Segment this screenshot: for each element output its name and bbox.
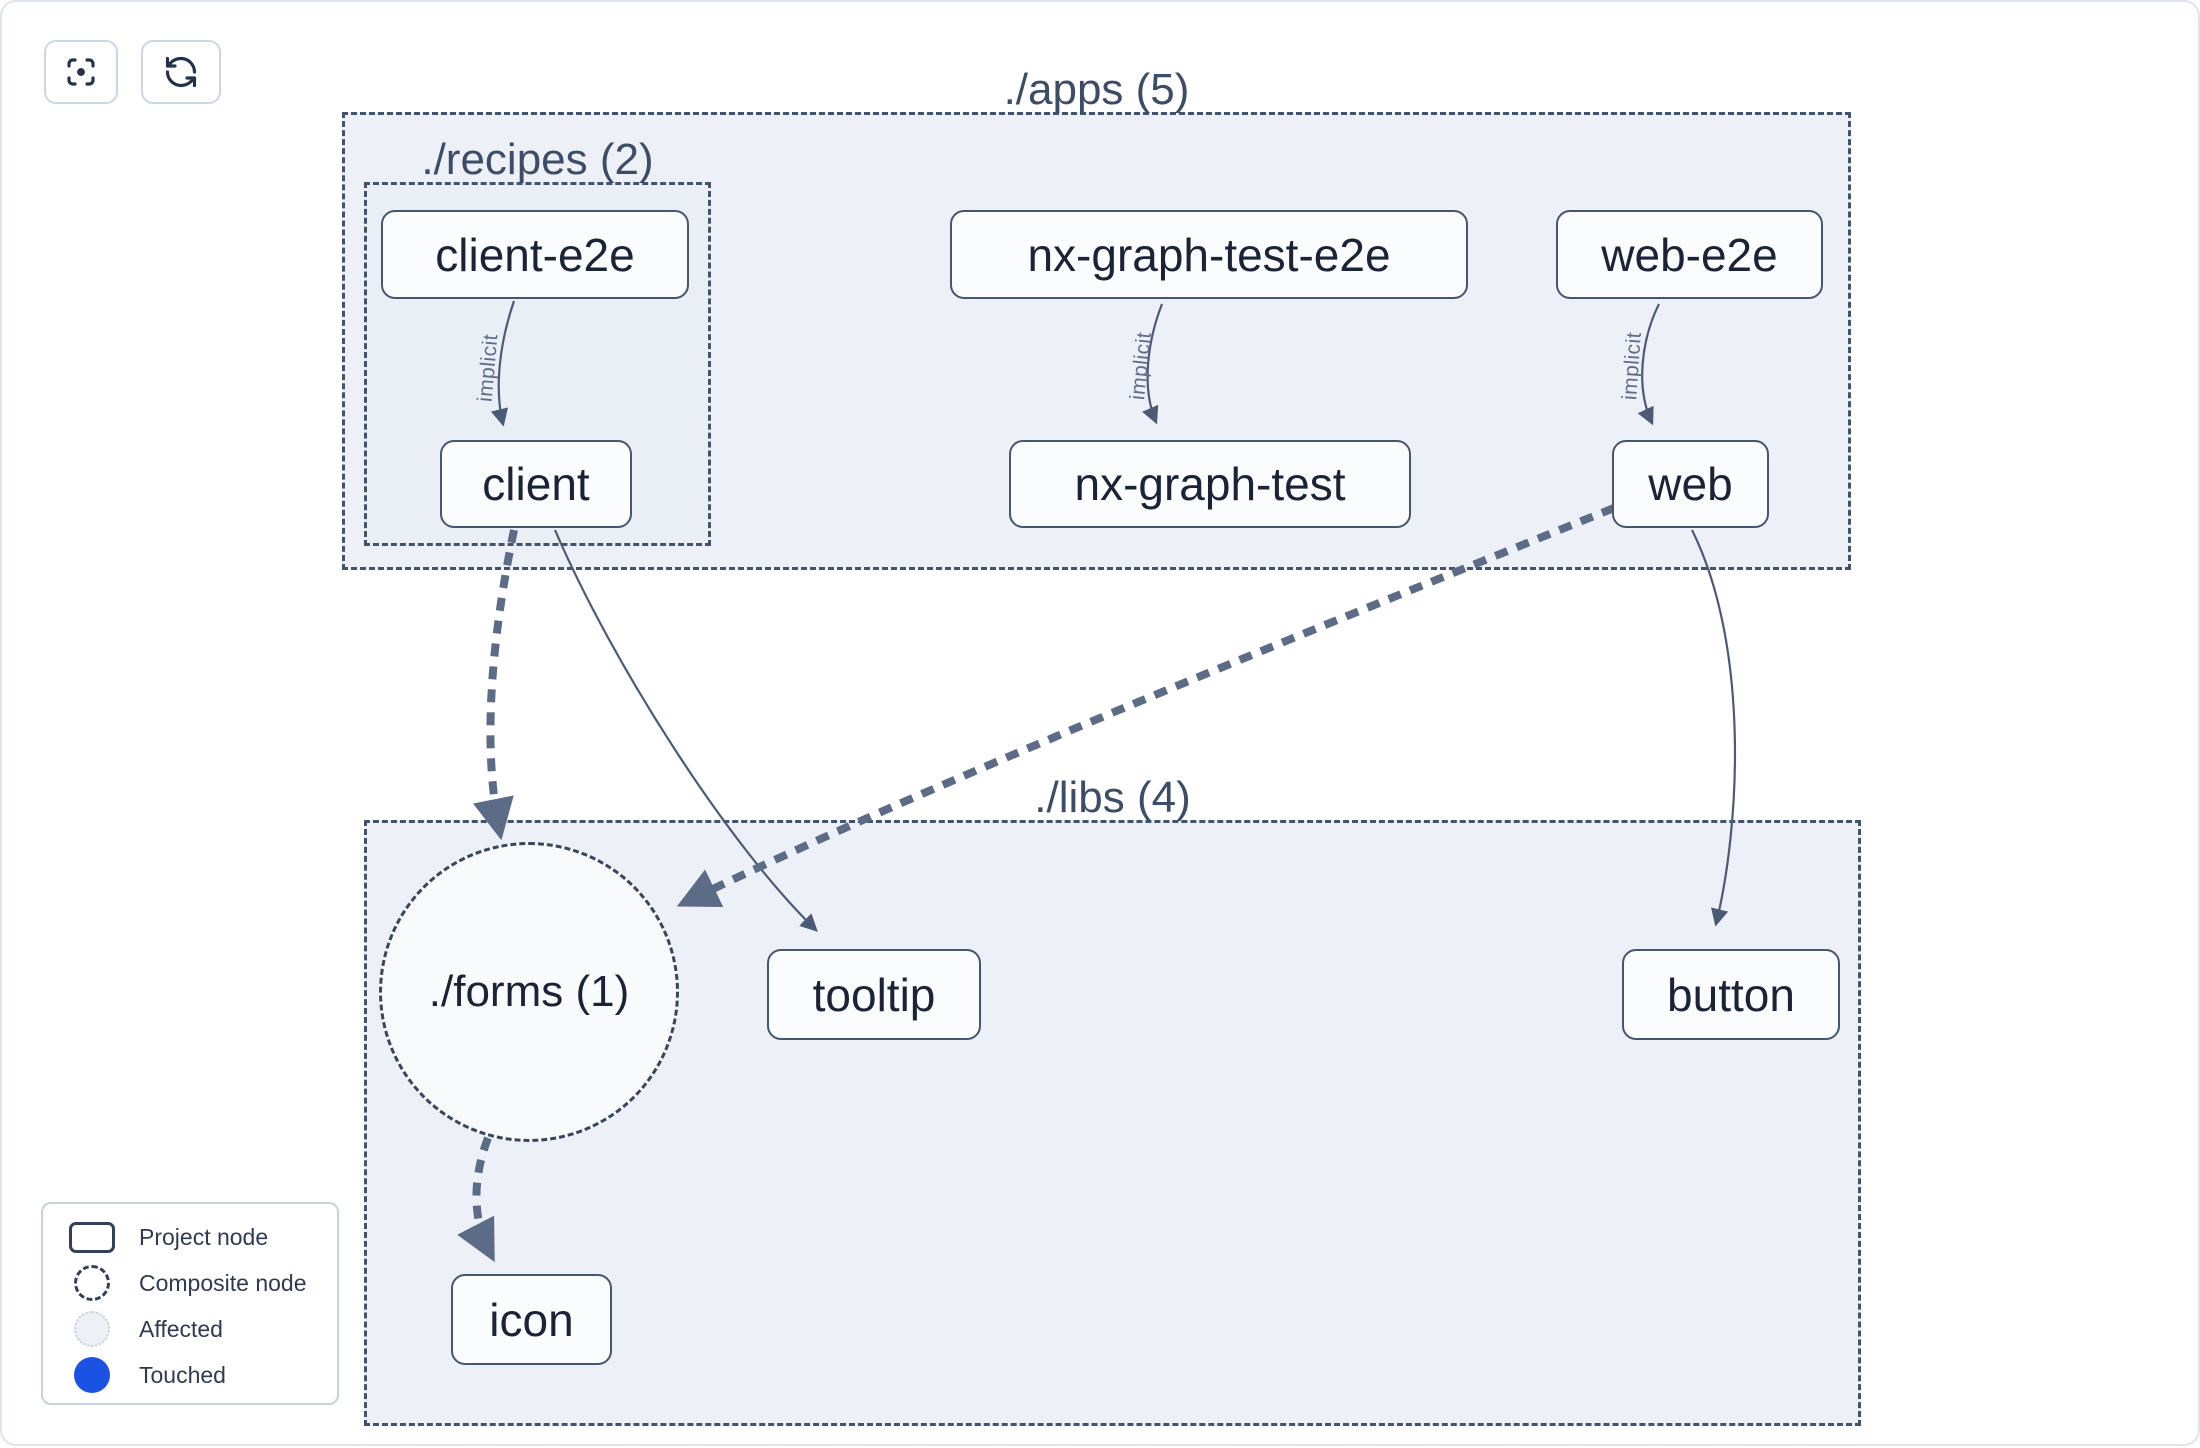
container-apps-label: ./apps (5) — [1003, 65, 1190, 114]
affected-symbol — [69, 1311, 115, 1347]
node-nx-graph-test[interactable]: nx-graph-test — [1009, 440, 1411, 528]
node-tooltip[interactable]: tooltip — [767, 949, 981, 1040]
legend-label: Project node — [139, 1223, 269, 1250]
node-icon-label: icon — [489, 1293, 574, 1346]
touched-symbol — [69, 1357, 115, 1393]
node-nx-graph-test-label: nx-graph-test — [1074, 458, 1346, 510]
composite-node-forms-label: ./forms (1) — [428, 967, 630, 1016]
node-button[interactable]: button — [1622, 949, 1840, 1040]
node-client-e2e-label: client-e2e — [435, 228, 635, 281]
node-nx-graph-test-e2e-label: nx-graph-test-e2e — [1027, 228, 1391, 281]
edge-client-to-forms — [472, 529, 518, 841]
legend-item-affected: Affected — [69, 1306, 337, 1352]
node-web-e2e-label: web-e2e — [1601, 228, 1778, 281]
refresh-icon — [163, 54, 199, 90]
node-nx-graph-test-e2e[interactable]: nx-graph-test-e2e — [950, 210, 1468, 299]
composite-node-symbol — [69, 1265, 115, 1301]
legend-label: Composite node — [139, 1269, 307, 1296]
legend: Project node Composite node Affected Tou… — [41, 1202, 339, 1405]
project-node-symbol — [69, 1221, 115, 1253]
node-web-e2e[interactable]: web-e2e — [1556, 210, 1823, 299]
legend-item-project-node: Project node — [69, 1214, 337, 1260]
legend-item-touched: Touched — [69, 1352, 337, 1398]
node-tooltip-label: tooltip — [812, 968, 936, 1021]
node-web-label: web — [1648, 458, 1733, 510]
composite-node-forms[interactable]: ./forms (1) — [379, 842, 679, 1142]
node-icon[interactable]: icon — [451, 1274, 612, 1365]
legend-label: Affected — [139, 1315, 223, 1342]
node-web[interactable]: web — [1612, 440, 1769, 528]
legend-label: Touched — [139, 1361, 226, 1388]
focus-crosshair-icon — [63, 54, 99, 90]
node-button-label: button — [1667, 968, 1795, 1021]
refresh-button[interactable] — [141, 40, 221, 104]
container-libs-label: ./libs (4) — [1034, 773, 1191, 822]
focus-button[interactable] — [44, 40, 118, 104]
node-client[interactable]: client — [440, 440, 632, 528]
node-client-label: client — [482, 458, 590, 510]
node-client-e2e[interactable]: client-e2e — [381, 210, 689, 299]
legend-item-composite-node: Composite node — [69, 1260, 337, 1306]
